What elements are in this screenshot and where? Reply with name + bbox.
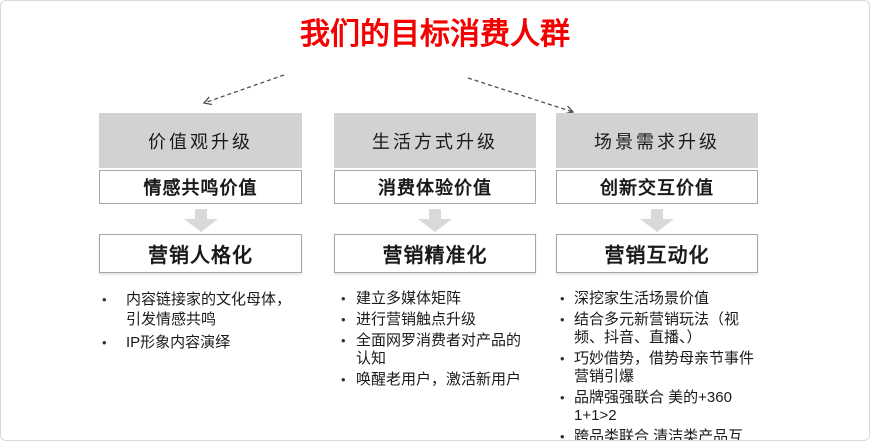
list-item: 建立多媒体矩阵 [334,290,536,311]
column-values-upgrade: 价值观升级 情感共鸣价值 营销人格化 内容链接家的文化母体，引发情感共鸣 IP形… [99,113,302,356]
value-box: 创新交互价值 [556,170,758,204]
list-item: 全面网罗消费者对产品的认知 [334,332,536,371]
down-arrow-icon [99,209,302,232]
list-item: 跨品类联合 清洁类产品互动 [556,428,758,440]
column-header: 场景需求升级 [556,113,758,168]
value-box: 消费体验价值 [334,170,536,204]
value-box: 情感共鸣价值 [99,170,302,204]
list-item: 唤醒老用户，激活新用户 [334,371,536,392]
column-header: 生活方式升级 [334,113,536,168]
list-item: 深挖家生活场景价值 [556,290,758,311]
column-lifestyle-upgrade: 生活方式升级 消费体验价值 营销精准化 建立多媒体矩阵 进行营销触点升级 全面网… [334,113,536,392]
bullet-list: 内容链接家的文化母体，引发情感共鸣 IP形象内容演绎 [99,290,302,356]
list-item: 进行营销触点升级 [334,311,536,332]
strategy-box: 营销人格化 [99,234,302,273]
list-item: 巧妙借势，借势母亲节事件营销引爆 [556,350,758,389]
column-header: 价值观升级 [99,113,302,168]
down-arrow-icon [556,209,758,232]
down-arrow-icon [334,209,536,232]
list-item: 结合多元新营销玩法（视频、抖音、直播、） [556,311,758,350]
dashed-arrow-left-icon [202,74,285,106]
list-item: 内容链接家的文化母体，引发情感共鸣 [99,290,302,333]
column-scene-demand-upgrade: 场景需求升级 创新交互价值 营销互动化 深挖家生活场景价值 结合多元新营销玩法（… [556,113,758,440]
dashed-arrow-right-icon [467,77,575,115]
strategy-box: 营销互动化 [556,234,758,273]
bullet-list: 建立多媒体矩阵 进行营销触点升级 全面网罗消费者对产品的认知 唤醒老用户，激活新… [334,290,536,392]
list-item: 品牌强强联合 美的+360 1+1>2 [556,389,758,428]
bullet-list: 深挖家生活场景价值 结合多元新营销玩法（视频、抖音、直播、） 巧妙借势，借势母亲… [556,290,758,440]
strategy-box: 营销精准化 [334,234,536,273]
slide-title: 我们的目标消费人群 [300,18,570,51]
list-item: IP形象内容演绎 [99,333,302,356]
